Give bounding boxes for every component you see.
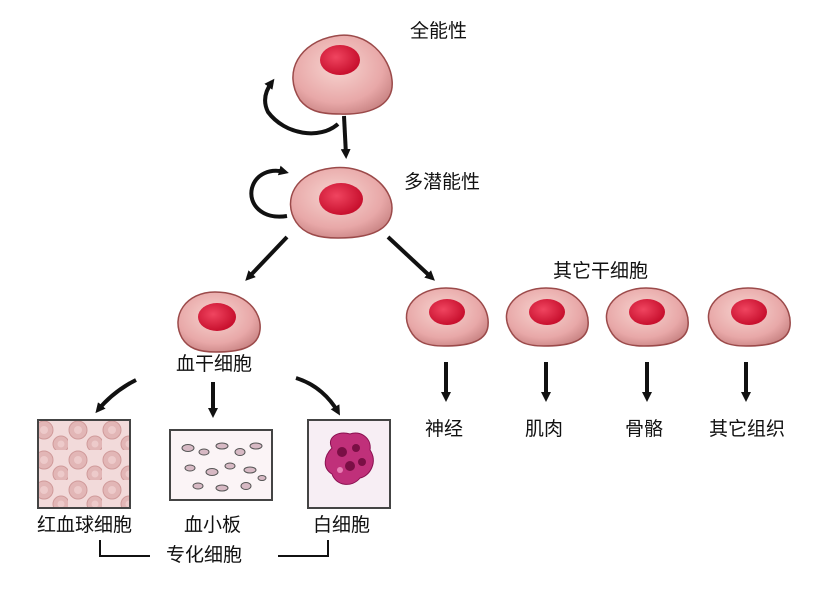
stem-cell-bone (605, 287, 689, 347)
platelet-image (169, 429, 273, 501)
label-totipotent: 全能性 (410, 20, 468, 42)
arrow-multipotent-to-hsc (245, 235, 289, 281)
specialized-cells-bracket (99, 540, 329, 557)
stem-cell-muscle (505, 287, 589, 347)
label-other-stem-cells: 其它干细胞 (553, 260, 649, 282)
arrow-hsc-to-wbc (295, 376, 340, 416)
label-red-blood-cell: 红血球细胞 (37, 514, 133, 536)
label-hsc: 血干细胞 (176, 353, 253, 375)
label-white-blood-cell: 白细胞 (313, 514, 371, 536)
label-other-tissue: 其它组织 (709, 418, 786, 440)
label-specialized-cells: 专化细胞 (166, 544, 243, 566)
label-platelet: 血小板 (184, 514, 242, 536)
arrow-totipotent-to-multipotent (340, 115, 351, 159)
wbc-image (307, 419, 391, 509)
stem-cell-other (707, 287, 791, 347)
self-renewal-arrow-multipotent (249, 165, 289, 219)
arrow-hsc-to-rbc (95, 378, 137, 414)
label-multipotent: 多潜能性 (404, 171, 481, 193)
multipotent-cell (289, 166, 393, 239)
label-muscle: 肌肉 (525, 418, 564, 440)
totipotent-cell (292, 34, 393, 115)
arrow-multipotent-to-other-stem (386, 235, 435, 281)
hsc-cell (177, 291, 261, 353)
label-nerve: 神经 (425, 418, 464, 440)
label-bone: 骨骼 (625, 418, 664, 440)
self-renewal-arrow-totipotent (263, 78, 340, 136)
rbc-image (37, 419, 131, 509)
stem-cell-nerve (405, 287, 489, 347)
